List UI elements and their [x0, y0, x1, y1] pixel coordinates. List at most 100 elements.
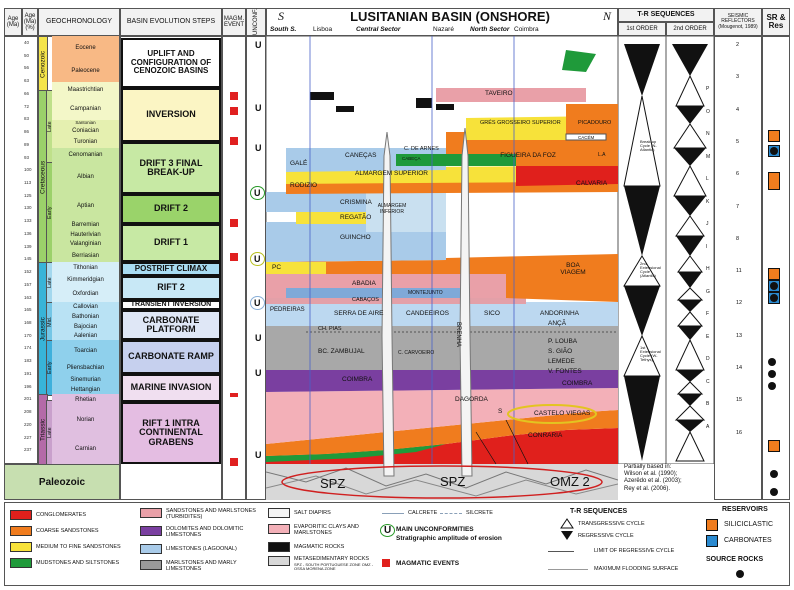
- magm-column: [222, 36, 246, 500]
- reservoir-siliciclastic: [768, 440, 780, 452]
- salt-diapir-lisboa: [381, 131, 395, 477]
- legend-limit: LIMIT OF REGRESSIVE CYCLE: [594, 548, 675, 554]
- age-tick: 165: [24, 307, 32, 313]
- tr1-regressive: [624, 186, 660, 256]
- swatch-salt: [268, 508, 290, 518]
- magm-event-symbol: [382, 559, 390, 567]
- tr-sequence-letter: B: [706, 401, 710, 407]
- magmatic-event: [230, 107, 238, 115]
- label-vfontes: V. FONTES: [548, 368, 582, 375]
- magmatic-event: [230, 458, 238, 466]
- tr2-regressive: [678, 394, 702, 406]
- age-tick: 63: [24, 78, 30, 84]
- age-tick: 201: [24, 396, 32, 402]
- legend-dolomites: DOLOMITES AND DOLOMITIC LIMESTONES: [166, 526, 244, 539]
- magmatic-event: [230, 137, 238, 145]
- tr1-regressive: [624, 376, 660, 461]
- age-tick: 220: [24, 421, 32, 427]
- seismic-reflector: 3: [736, 74, 740, 81]
- tr2-transgressive: [675, 430, 705, 462]
- age-tick: 100: [24, 167, 32, 173]
- label-crismina: CRISMINA: [340, 199, 372, 206]
- label-cacem: CACÉM: [578, 135, 595, 140]
- tr2-regressive: [678, 300, 702, 312]
- magm-event-header: MAGM. EVENT: [222, 8, 246, 36]
- legend-tr-title: T-R SEQUENCES: [570, 508, 628, 515]
- montejunto-layer: [286, 288, 466, 298]
- legend-turbidites: SANDSTONES AND MARLSTONES (TURBIDITES): [166, 508, 256, 521]
- age-tick: 50: [24, 52, 30, 58]
- tr-sequence-letter: D: [706, 356, 710, 362]
- stage-eocene: Eocene: [52, 36, 120, 61]
- age-tick: 66: [24, 90, 30, 96]
- label-conraria: CONRARIA: [528, 432, 563, 439]
- tr2-regressive: [674, 148, 706, 166]
- label-coimbra-2: COIMBRA: [562, 380, 593, 387]
- legend-siliciclastic: SILICICLASTIC: [724, 521, 774, 528]
- magmatic-event: [230, 219, 238, 227]
- legend-marlstones: MARLSTONES AND MARLY LIMESTONES: [166, 560, 237, 573]
- pc-yellow: [266, 262, 326, 274]
- sector-nazare: Nazaré: [433, 26, 454, 33]
- age-column: [4, 36, 38, 464]
- magmatic-event: [230, 253, 238, 261]
- age-tick: 152: [24, 269, 32, 275]
- label-candeeiros: CANDEEIROS: [406, 310, 449, 317]
- cabacos-layer: [266, 298, 526, 304]
- seismic-reflector: 7: [736, 203, 740, 210]
- reference-box: Partially based in: Wilson et al. (1990)…: [624, 464, 714, 493]
- label-castelo: CASTELO VIEGAS: [534, 410, 591, 417]
- age-tick: 139: [24, 243, 32, 249]
- source-rock-dot: [770, 282, 778, 290]
- step-transient: TRANSIENT INVERSION: [121, 300, 221, 310]
- step-drift2: DRIFT 2: [121, 194, 221, 224]
- magmatic-body: [310, 92, 334, 100]
- stage-campanian: Campanian: [52, 98, 119, 121]
- swatch-metased: [268, 556, 290, 566]
- tr-note-1: Break-up Cycle (N-Atlantic): [640, 139, 657, 152]
- source-rock-dot: [770, 488, 778, 496]
- tr-sequence-letter: A: [706, 423, 710, 430]
- label-lemede: LEMEDE: [548, 358, 575, 365]
- label-c-arnes: C. DE ARNES: [404, 146, 439, 152]
- legend-source-dot: [736, 570, 744, 578]
- seismic-reflector: 5: [736, 138, 740, 145]
- unconf-symbol: U: [380, 524, 396, 537]
- tr2-regressive: [672, 44, 708, 76]
- tr-sequence-letter: P: [706, 86, 710, 92]
- legend-calcrete: CALCRETE: [408, 510, 438, 516]
- seismic-header: SEISMIC REFLECTORS (Mougenot, 1989): [714, 8, 762, 36]
- swatch-magmatic: [268, 542, 290, 552]
- tr-1st-header: 1st ORDER: [618, 22, 666, 36]
- age-tick: 125: [24, 192, 32, 198]
- unconformity-u: U: [250, 252, 265, 266]
- sector-central: Central Sector: [356, 26, 401, 33]
- swatch-limestones: [140, 544, 162, 554]
- basement-ellipse: [281, 465, 603, 499]
- tr-sequence-letter: N: [706, 131, 710, 137]
- silcrete-line: [440, 513, 462, 514]
- coimbra-layer: [266, 370, 618, 392]
- label-pc: PC: [272, 264, 282, 271]
- age-tick: 40: [24, 40, 30, 45]
- age-tick: 170: [24, 332, 32, 338]
- tr1-regressive: [624, 286, 660, 336]
- legend-reservoirs: RESERVOIRS: [722, 506, 768, 513]
- step-inversion: INVERSION: [121, 88, 221, 142]
- age-tick: 130: [24, 205, 32, 211]
- legend-transgressive: TRANSGRESSIVE CYCLE: [578, 521, 645, 527]
- step-drift1: DRIFT 1: [121, 224, 221, 262]
- taveiro-layer: [436, 88, 586, 102]
- magmatic-event: [230, 92, 238, 100]
- stage-oxfordian: Oxfordian: [52, 286, 119, 303]
- tr-sequence-letter: F: [706, 311, 710, 317]
- label-figueira: FIGUEIRA DA FOZ: [500, 152, 556, 159]
- swatch-turbidites: [140, 508, 162, 518]
- picadouro-layer: [566, 104, 618, 136]
- legend-magmatic: MAGMATIC ROCKS: [294, 544, 345, 550]
- legend-metased-sub: SPZ - SOUTH PORTUGUESE ZONE OMZ - OSSA M…: [294, 562, 374, 572]
- seismic-reflector: 12: [736, 300, 743, 307]
- label-taveiro: TAVEIRO: [485, 90, 513, 97]
- legend-regressive: REGRESSIVE CYCLE: [578, 533, 634, 539]
- unconformity-u: U: [255, 450, 262, 460]
